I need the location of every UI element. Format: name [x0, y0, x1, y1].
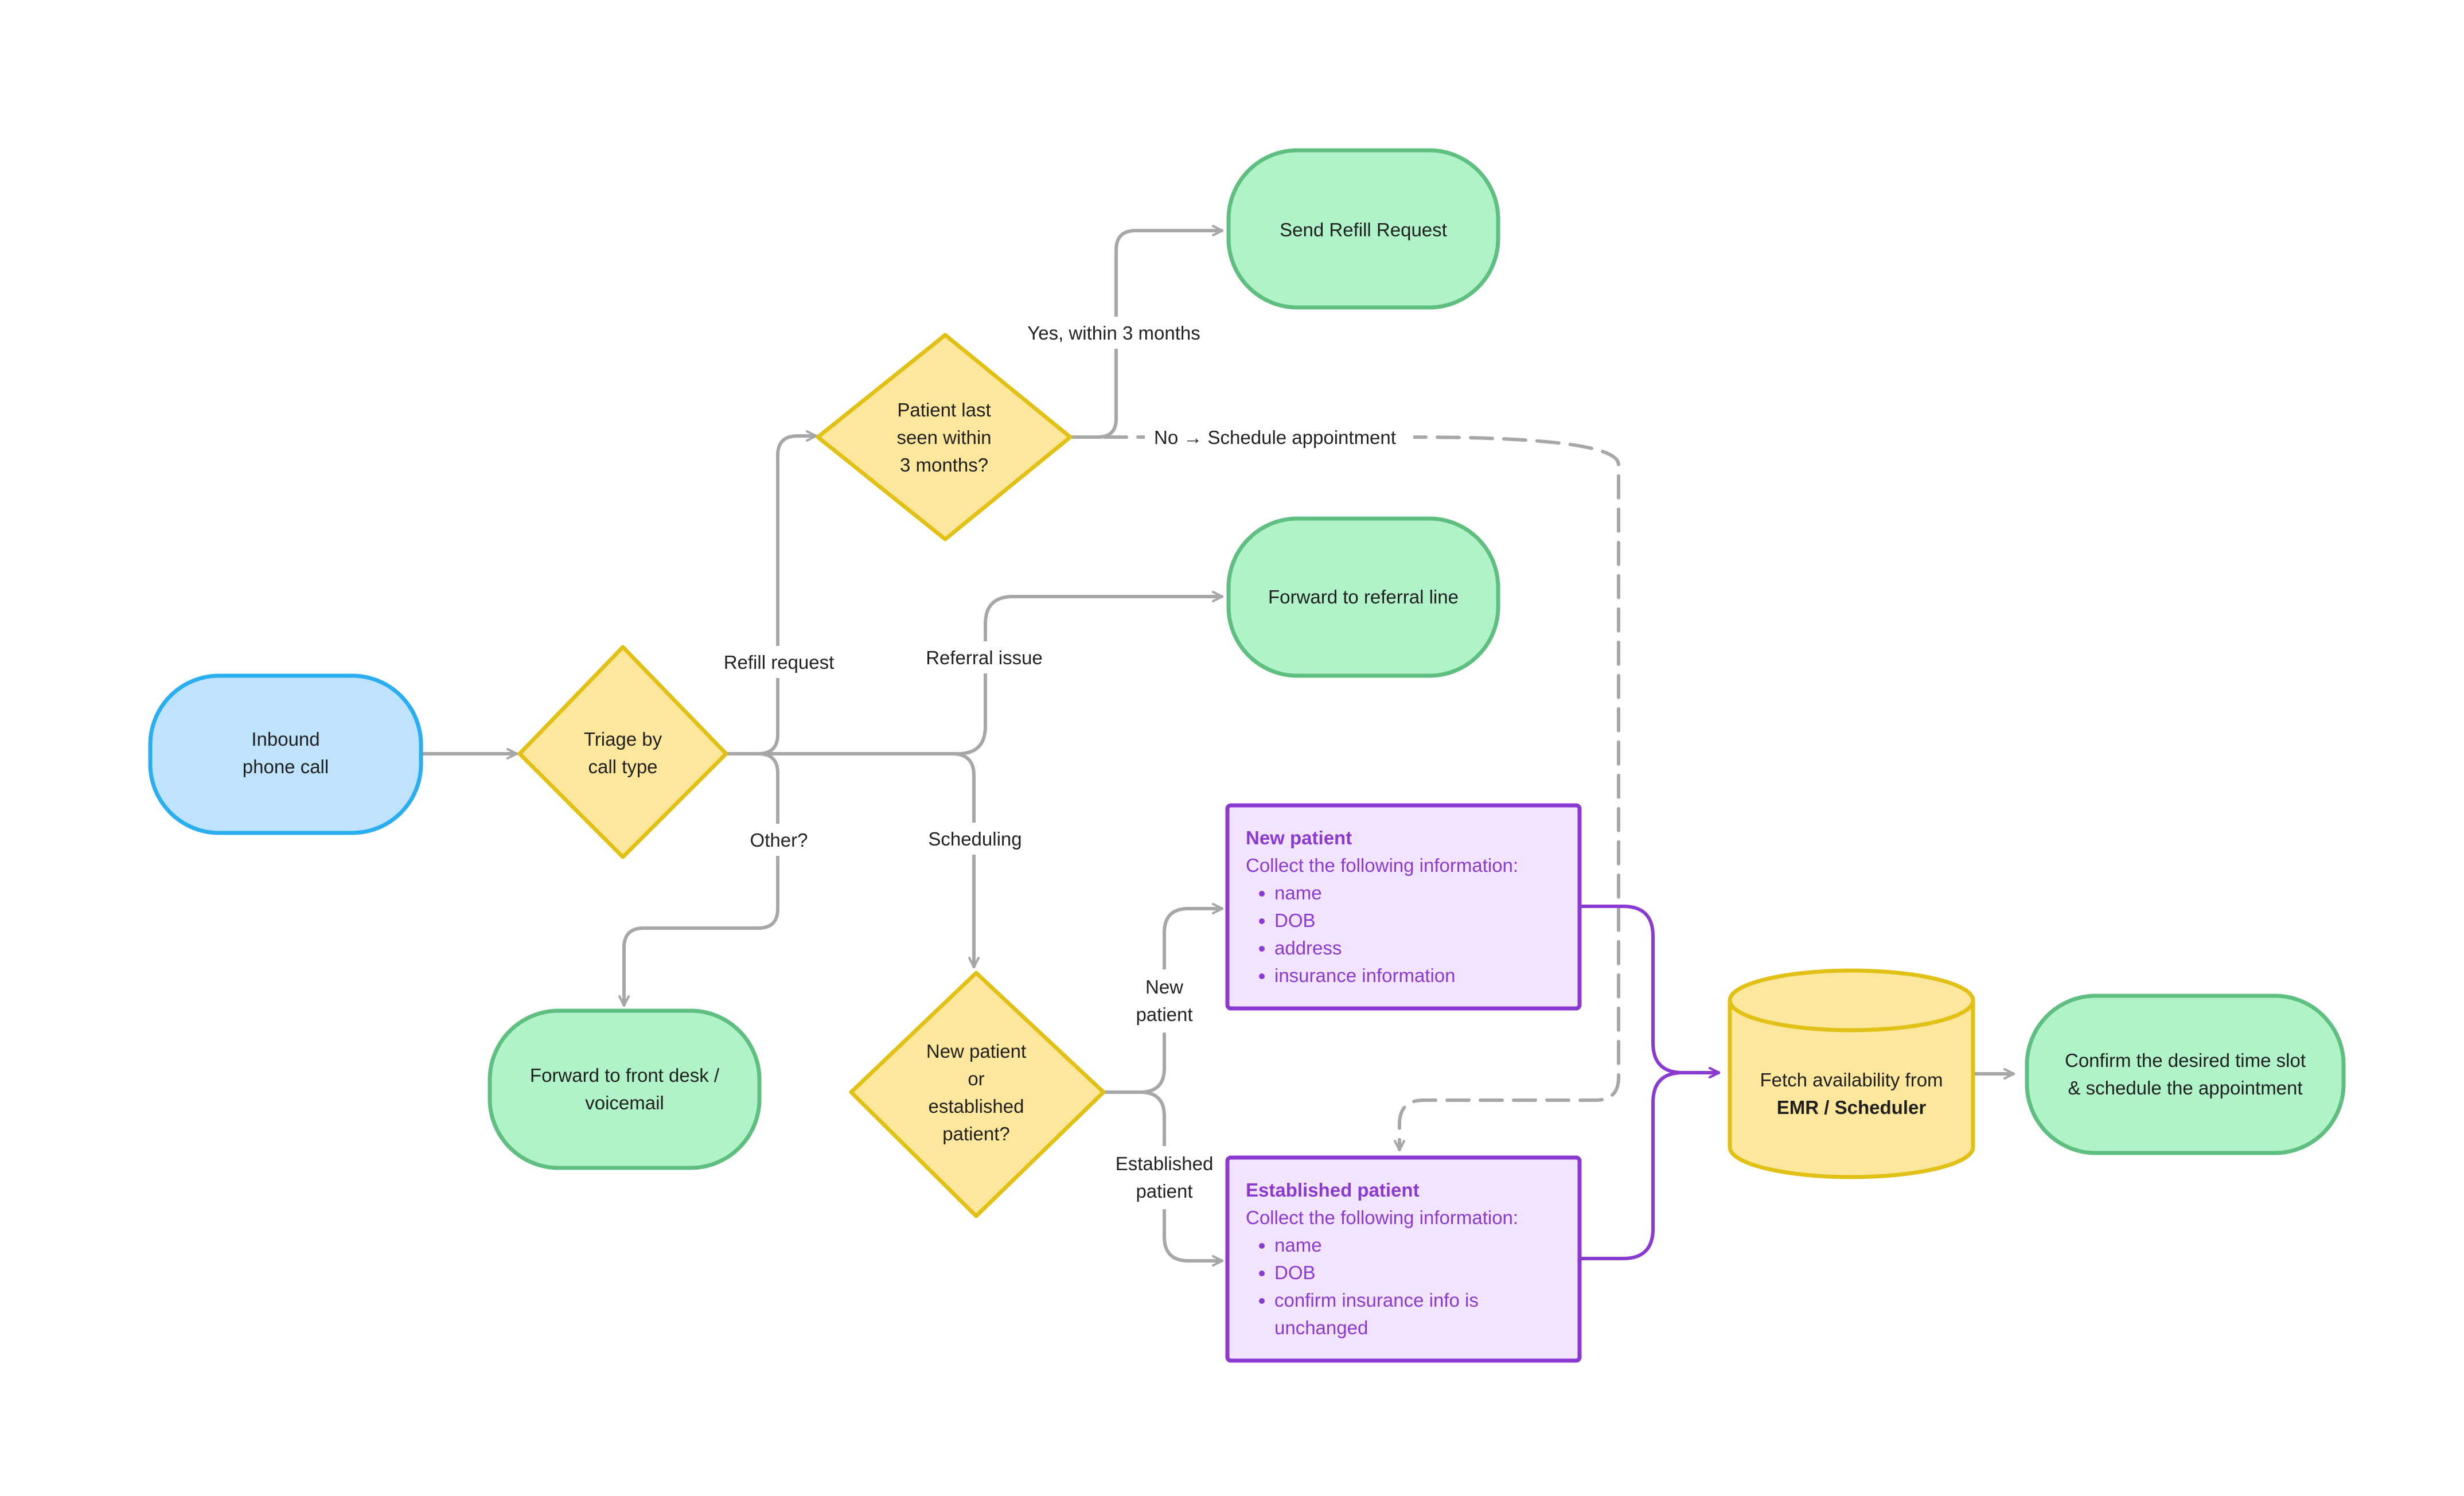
node-send-refill[interactable]: Send Refill Request [1226, 148, 1500, 310]
decision-line3: established [929, 1096, 1024, 1117]
established-patient-item: DOB [1274, 1262, 1316, 1283]
label-other: Other? [750, 829, 808, 851]
node-triage-decision[interactable]: Triage by call type [517, 645, 728, 859]
bullet-icon [1259, 1271, 1265, 1276]
new-patient-item: insurance information [1274, 965, 1456, 986]
new-patient-item: address [1274, 937, 1342, 959]
purple-edges [1576, 905, 1720, 1260]
node-new-patient[interactable]: New patient Collect the following inform… [1225, 803, 1582, 1011]
label-referral-issue: Referral issue [926, 647, 1043, 668]
new-patient-title: New patient [1246, 827, 1352, 848]
last-seen-line3: 3 months? [900, 454, 988, 476]
edge-new-patient-to-fetch [1576, 905, 1720, 1078]
label-scheduling: Scheduling [928, 828, 1022, 850]
edge-triage-to-referral [722, 591, 1223, 755]
bullet-icon [1259, 1243, 1265, 1249]
node-front-desk[interactable]: Forward to front desk / voicemail [488, 1008, 762, 1170]
edge-established-to-fetch [1576, 1067, 1720, 1260]
label-established-1: Established [1116, 1153, 1214, 1174]
established-patient-item: name [1274, 1234, 1322, 1256]
label-no-schedule: No → Schedule appointment [1154, 427, 1396, 448]
decision-line2: or [968, 1068, 984, 1089]
edge-triage-to-new-or-established [722, 752, 980, 968]
fetch-line1: Fetch availability from [1760, 1069, 1943, 1090]
decision-line4: patient? [942, 1123, 1009, 1144]
edge-triage-to-front-desk [618, 752, 779, 1007]
node-confirm-schedule[interactable]: Confirm the desired time slot & schedule… [2025, 994, 2346, 1155]
label-established-2: patient [1136, 1181, 1192, 1202]
bullet-icon [1259, 1298, 1265, 1304]
label-yes-within: Yes, within 3 months [1027, 322, 1200, 344]
node-referral-line[interactable]: Forward to referral line [1226, 516, 1500, 678]
triage-line2: call type [588, 756, 657, 777]
established-patient-item: confirm insurance info is [1274, 1289, 1479, 1311]
bullet-icon [1259, 918, 1265, 924]
label-new-patient-2: patient [1136, 1004, 1192, 1025]
referral-line-label: Forward to referral line [1268, 586, 1459, 607]
bullet-icon [1259, 891, 1265, 897]
node-fetch-availability-database[interactable]: Fetch availability from EMR / Scheduler [1728, 968, 1975, 1179]
inbound-line2: phone call [243, 756, 329, 777]
established-patient-title: Established patient [1246, 1179, 1420, 1201]
new-patient-item: name [1274, 882, 1322, 903]
fetch-line2: EMR / Scheduler [1777, 1097, 1927, 1118]
new-patient-item: DOB [1274, 910, 1316, 931]
confirm-line1: Confirm the desired time slot [2065, 1050, 2306, 1071]
decision-line1: New patient [926, 1041, 1026, 1062]
front-desk-line1: Forward to front desk / [530, 1065, 720, 1086]
last-seen-line1: Patient last [897, 399, 991, 420]
node-last-seen-decision[interactable]: Patient last seen within 3 months? [816, 333, 1073, 541]
bullet-icon [1259, 946, 1265, 952]
send-refill-label: Send Refill Request [1280, 219, 1447, 240]
bullet-icon [1259, 973, 1265, 979]
established-patient-item: unchanged [1274, 1317, 1368, 1338]
edge-last-seen-to-established-dashed [1070, 435, 1620, 1151]
triage-line1: Triage by [584, 728, 662, 750]
label-refill-request: Refill request [724, 652, 835, 673]
node-new-or-established-decision[interactable]: New patient or established patient? [849, 971, 1106, 1218]
node-established-patient[interactable]: Established patient Collect the followin… [1225, 1155, 1582, 1363]
edge-triage-to-last-seen [722, 430, 817, 755]
last-seen-line2: seen within [896, 427, 991, 448]
inbound-line1: Inbound [251, 728, 319, 750]
front-desk-line2: voicemail [585, 1092, 664, 1113]
label-new-patient-1: New [1145, 976, 1183, 998]
edge-labels: Yes, within 3 months No → Schedule appoi… [715, 317, 1413, 1209]
established-patient-subtitle: Collect the following information: [1246, 1207, 1518, 1228]
node-inbound-call[interactable]: Inbound phone call [148, 673, 423, 835]
new-patient-subtitle: Collect the following information: [1246, 855, 1518, 876]
confirm-line2: & schedule the appointment [2068, 1077, 2302, 1098]
